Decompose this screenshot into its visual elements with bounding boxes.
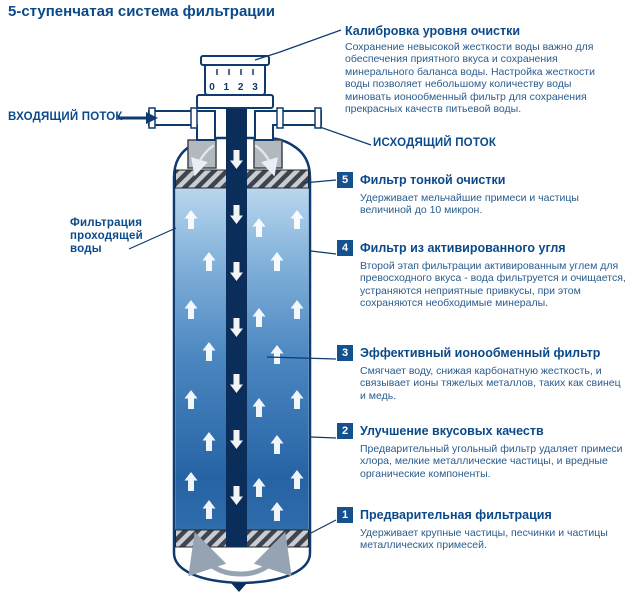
dial-scale: 0 1 2 3 <box>209 82 261 93</box>
left-port-block <box>187 139 217 169</box>
stage-3-text: Смягчает воду, снижая карбонатную жестко… <box>360 365 621 402</box>
stage-5-text: Удерживает мельчайшие примеси и частицы … <box>360 192 579 217</box>
calibration-heading: Калибровка уровня очистки <box>345 24 521 38</box>
stage-4-text: Второй этап фильтрации активированным уг… <box>360 260 626 310</box>
bottom-flow-arrows <box>188 532 292 577</box>
page-title: 5-ступенчатая система фильтрации <box>8 3 275 20</box>
stage-3-heading: Эффективный ионообменный фильтр <box>360 346 601 360</box>
stage-5-block: 5 Фильтр тонкой очистки Удерживает мельч… <box>337 172 623 232</box>
port-flow-arrows <box>191 144 278 177</box>
stage-5-heading: Фильтр тонкой очистки <box>360 173 506 187</box>
outgoing-flow-label: ИСХОДЯЩИЙ ПОТОК <box>373 137 497 149</box>
stage-1-heading: Предварительная фильтрация <box>360 508 552 522</box>
right-port-block <box>253 139 283 169</box>
stage-2-block: 2 Улучшение вкусовых качеств Предварител… <box>337 423 623 493</box>
cap-dial: 0 1 2 3 <box>196 55 274 109</box>
inlet-pipe <box>148 107 216 141</box>
stage-1-text: Удерживает крупные частицы, песчинки и ч… <box>360 527 608 552</box>
stage-3-block: 3 Эффективный ионообменный фильтр Смягча… <box>337 345 623 415</box>
stage-4-heading: Фильтр из активированного угля <box>360 241 566 255</box>
passing-water-label: Фильтрация проходящей воды <box>70 217 143 256</box>
stage-4-block: 4 Фильтр из активированного угля Второй … <box>337 240 626 330</box>
calibration-text: Сохранение невысокой жесткости воды важн… <box>345 41 595 115</box>
incoming-flow-arrow <box>118 112 158 124</box>
drain-nub <box>231 583 247 592</box>
stage-badge-3: 3 <box>337 345 353 361</box>
outlet-pipe <box>254 107 322 141</box>
stage-2-text: Предварительный угольный фильтр удаляет … <box>360 443 623 480</box>
stage-badge-5: 5 <box>337 172 353 188</box>
stage-badge-2: 2 <box>337 423 353 439</box>
stage-2-heading: Улучшение вкусовых качеств <box>360 424 544 438</box>
stage-badge-4: 4 <box>337 240 353 256</box>
incoming-flow-label: ВХОДЯЩИЙ ПОТОК <box>8 111 123 123</box>
stage-badge-1: 1 <box>337 507 353 523</box>
leader-lines <box>128 29 372 534</box>
stage-1-block: 1 Предварительная фильтрация Удерживает … <box>337 507 623 567</box>
